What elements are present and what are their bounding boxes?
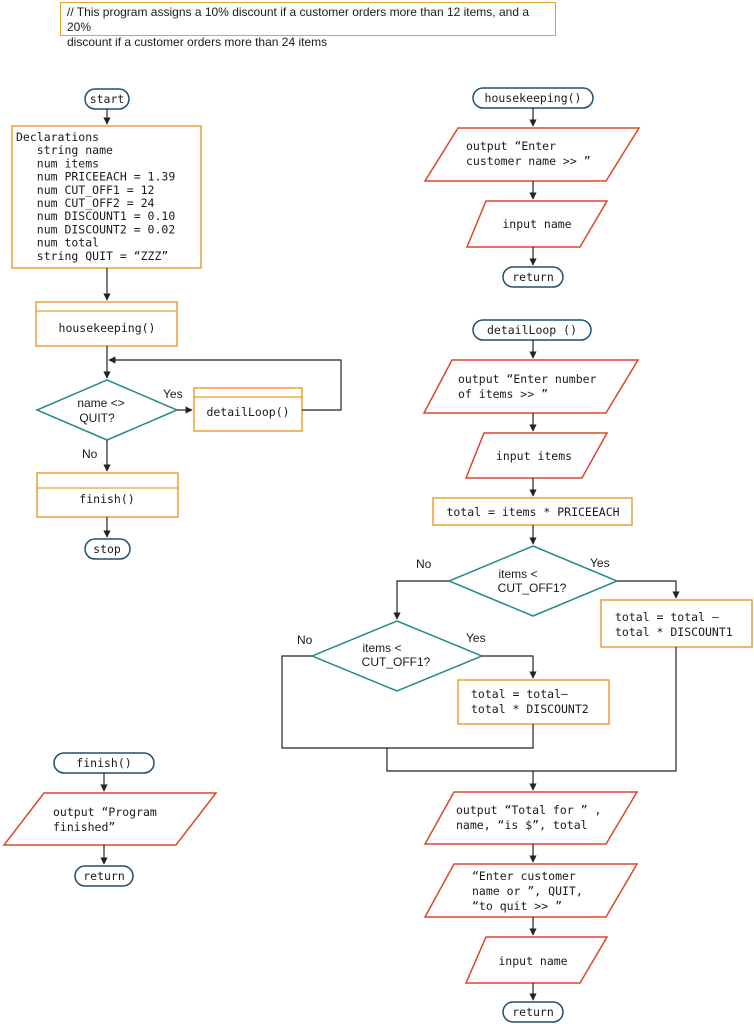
discount2-box [457,679,610,725]
detailloop-call-box [193,387,303,432]
housekeeping-input [465,200,609,248]
housekeeping-title: housekeeping() [485,91,582,105]
decision1-line-2: CUT_OFF1? [498,581,567,595]
declarations-box [11,125,202,269]
decision1-yes-label: Yes [590,556,610,570]
finish-output [2,792,218,846]
decision2-line-2: CUT_OFF1? [362,655,431,669]
finish-title: finish() [76,756,131,770]
prompt-line-3: “to quit >> ” [472,899,562,913]
finish-call-box [36,472,179,518]
finish-output-line-2: finished” [53,820,115,834]
merge-connector [386,647,677,772]
no-branch-connector [393,580,449,620]
yes-label: Yes [163,387,183,401]
items-cutoff2-decision [310,620,484,692]
decision2-line-1: items < [362,641,401,655]
total-output [423,791,639,845]
finish-output-line-1: output “Program [53,805,157,819]
decision-line-1: name <> [77,396,124,410]
detailloop-call-label: detailLoop() [206,405,289,419]
housekeeping-return-label: return [512,270,554,284]
housekeeping-output-line-1: output “Enter [466,139,556,153]
detailloop-input-name [464,936,609,984]
detailloop-output [422,359,640,414]
decision1-line-1: items < [498,567,537,581]
prompt-line-2: name or ”, QUIT, [472,884,583,898]
decision2-yes-label: Yes [466,631,486,645]
detailloop-output-line-2: of items >> ” [458,387,548,401]
merge-connector [281,655,534,749]
decision-line-2: QUIT? [79,411,115,425]
start-label: start [90,92,125,106]
comment-line-2: discount if a customer orders more than … [67,35,328,49]
loop-back-connector [108,356,342,411]
total-output-line-1: output “Total for ” , [456,803,601,817]
yes-branch-connector [482,655,537,679]
detailloop-output-line-1: output “Enter number [458,372,597,386]
stop-label: stop [93,542,121,556]
comment-line-1: // This program assigns a 10% discount i… [67,5,529,34]
detailloop-input-items [464,432,609,479]
finish-call-label: finish() [79,492,134,506]
discount2-line-2: total * DISCOUNT2 [471,702,589,716]
declarations-text: Declarations string name num items num P… [16,130,210,263]
discount1-line-2: total * DISCOUNT1 [615,625,733,639]
finish-return-terminal [74,865,134,887]
yes-branch-connector [617,580,680,599]
detailloop-input-items-label: input items [496,449,572,463]
comment-box: // This program assigns a 10% discount i… [60,2,556,49]
discount1-line-1: total = total – [615,610,719,624]
total-calc-box [432,497,633,526]
prompt-line-1: “Enter customer [472,869,576,883]
decision2-no-label: No [297,633,313,647]
detailloop-input-name-label: input name [498,954,567,968]
decision1-no-label: No [416,557,432,571]
name-quit-decision [35,379,179,441]
housekeeping-return-terminal [502,266,564,288]
total-calc-label: total = items * PRICEEACH [446,505,619,519]
detailloop-terminal [472,319,592,341]
housekeeping-output-line-2: customer name >> ” [466,154,591,168]
detailloop-return-label: return [512,1005,554,1019]
housekeeping-call-label: housekeeping() [59,321,156,335]
finish-return-label: return [83,869,125,883]
detailloop-return-terminal [502,1001,564,1023]
detailloop-title: detailLoop () [487,323,577,337]
housekeeping-output [423,127,641,182]
items-cutoff1-decision [447,545,619,617]
total-output-line-2: name, “is $”, total [456,818,588,832]
prompt-output [423,863,639,918]
no-label: No [82,447,98,461]
discount2-line-1: total = total– [471,687,568,701]
stop-terminal [84,538,131,560]
housekeeping-input-label: input name [502,217,571,231]
